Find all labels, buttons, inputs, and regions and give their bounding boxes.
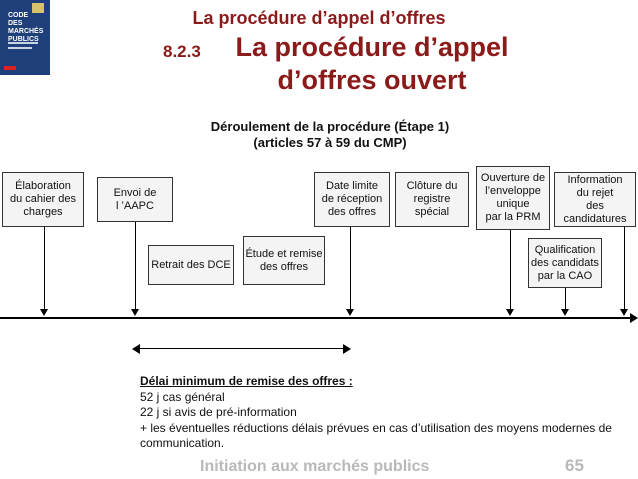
cover-badge [32,3,44,13]
notes-line: 22 j si avis de pré-information [140,405,297,419]
delay-notes: Délai minimum de remise des offres : 52 … [140,374,635,452]
arrow-elaboration [44,227,45,310]
section-number: 8.2.3 [163,42,201,61]
diagram-subtitle: Déroulement de la procédure (Étape 1) (a… [180,119,480,151]
subtitle-line-1: Déroulement de la procédure (Étape 1) [210,119,450,134]
step-envoi-aapc: Envoi de l ’AAPC [97,177,173,222]
step-date-limite: Date limite de réception des offres [314,172,390,227]
arrowhead [131,309,139,316]
delay-range-right-arrow [343,344,351,354]
arrow-date-limite [350,227,351,310]
step-retrait-dce: Retrait des DCE [148,245,234,285]
step-ouverture-enveloppe: Ouverture de l’enveloppe unique par la P… [476,166,550,230]
section-title: La procédure d’appel d’offres ouvert [235,32,509,95]
arrowhead [40,309,48,316]
notes-line: 52 j cas général [140,389,225,404]
timeline-arrowhead [630,313,638,323]
arrowhead [506,309,514,316]
book-cover-image: CODE DES MARCHÉS PUBLICS [0,0,50,75]
arrow-information [624,227,625,310]
step-information-rejet: Information du rejet des candidatures [554,172,636,227]
subtitle-line-2: (articles 57 à 59 du CMP) [253,135,407,150]
delay-range-line [134,348,348,349]
arrow-envoi-aapc [135,222,136,310]
arrow-ouverture [510,230,511,310]
cover-decoration [8,42,38,44]
book-cover-title: CODE DES MARCHÉS PUBLICS [8,12,44,43]
arrow-qualification [565,288,566,310]
step-elaboration: Élaboration du cahier des charges [2,172,84,227]
arrowhead [346,309,354,316]
delay-range-left-arrow [132,344,140,354]
step-qualification-cao: Qualification des candidats par la CAO [528,238,602,288]
cover-decoration [8,47,32,49]
header-title: La procédure d’appel d’offres [192,8,446,28]
step-cloture-registre: Clôture du registre spécial [395,172,469,227]
cover-publisher-logo [4,66,16,70]
step-etude-remise: Étude et remise des offres [243,236,325,285]
footer-text: Initiation aux marchés publics [200,458,430,475]
notes-title: Délai minimum de remise des offres : [140,374,353,388]
timeline-axis [0,317,632,319]
notes-line: + les éventuelles réductions délais prév… [140,420,612,451]
arrowhead [620,309,628,316]
arrowhead [561,309,569,316]
page-number: 65 [565,456,584,475]
